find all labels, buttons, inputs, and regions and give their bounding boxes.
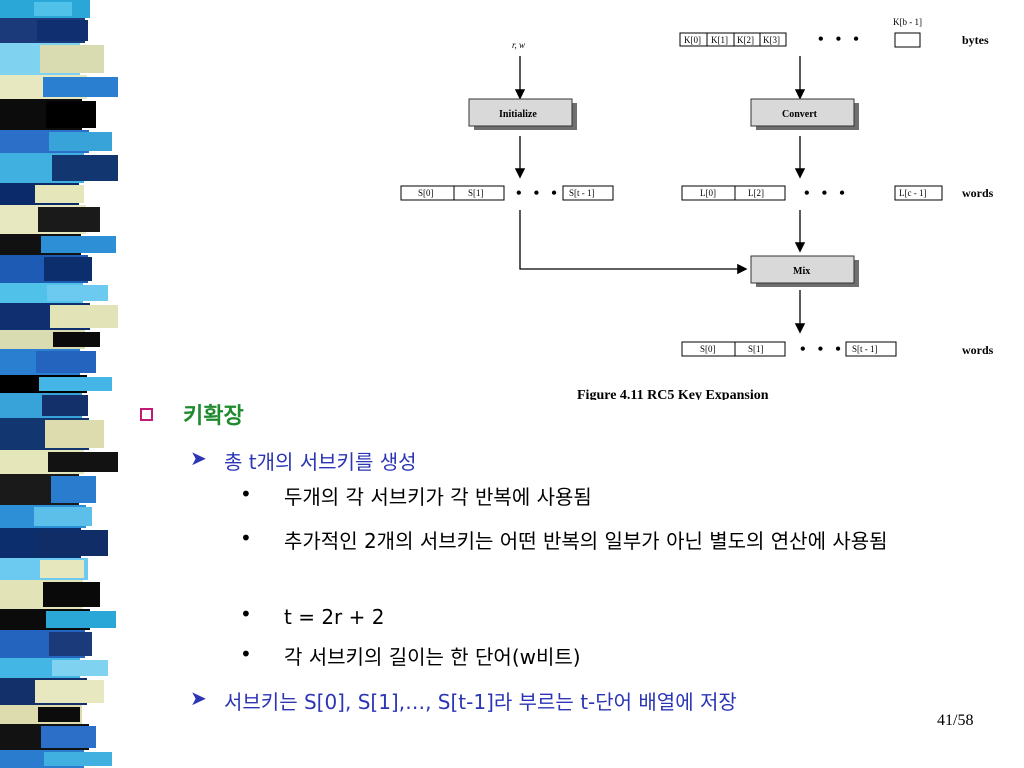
bullet-text: 총 t개의 서브키를 생성 (224, 450, 417, 474)
s-word-0: S[0] (418, 188, 434, 198)
convert-box (750, 98, 855, 127)
s-word-1: S[1] (468, 188, 484, 198)
rw-label: r, w (512, 40, 525, 50)
bullet-text: 추가적인 2개의 서브키는 어떤 반복의 일부가 아닌 별도의 연산에 사용됨 (284, 529, 888, 553)
s-out-0: S[0] (700, 344, 716, 354)
s-out-last: S[t - 1] (852, 344, 878, 354)
l-word-0: L[0] (700, 188, 716, 198)
list-item: • 두개의 각 서브키가 각 반복에 사용됨 (240, 482, 960, 512)
initialize-box (468, 98, 573, 127)
square-bullet-icon (140, 407, 153, 421)
bullet-text: 두개의 각 서브키가 각 반복에 사용됨 (284, 485, 592, 509)
key-last-box (894, 32, 921, 48)
mix-box (750, 255, 855, 284)
dot-bullet-icon: • (240, 526, 252, 550)
l-word-box-last (894, 185, 943, 201)
list-item: • t = 2r + 2 (240, 602, 960, 632)
l-word-box-1 (734, 185, 786, 201)
s-word-box-1 (453, 185, 505, 201)
key-byte-0: K[0] (684, 35, 701, 45)
key-bytes-row: K[0] K[1] K[2] K[3] (679, 32, 787, 47)
list-item: ➤ 서브키는 S[0], S[1],…, S[t-1]라 부르는 t-단어 배열… (190, 686, 737, 715)
l-word-last: L[c - 1] (899, 188, 926, 198)
decorative-strip (0, 0, 118, 768)
slide-heading: 키확장 (130, 398, 244, 430)
list-item: • 각 서브키의 길이는 한 단어(w비트) (240, 642, 960, 672)
words-label-out: words (962, 343, 994, 357)
key-byte-2: K[2] (737, 35, 754, 45)
dots-s: • • • (516, 185, 561, 202)
s-out-box-1 (734, 341, 786, 357)
s-word-box-last (562, 185, 614, 201)
dots-l: • • • (804, 185, 849, 202)
key-byte-1: K[1] (711, 35, 728, 45)
dot-bullet-icon: • (240, 482, 252, 506)
key-byte-3: K[3] (763, 35, 780, 45)
kb-label: K[b - 1] (893, 17, 922, 27)
bullet-text: 서브키는 S[0], S[1],…, S[t-1]라 부르는 t-단어 배열에 … (224, 690, 737, 714)
convert-label: Convert (782, 109, 818, 120)
words-label: words (962, 186, 994, 200)
heading-text: 키확장 (183, 404, 244, 429)
list-item: ➤ 총 t개의 서브키를 생성 (190, 446, 417, 475)
s-out-box-last (845, 341, 897, 357)
dots-top: • • • (818, 31, 863, 48)
bullet-text: 각 서브키의 길이는 한 단어(w비트) (284, 645, 581, 669)
arrow-bullet-icon: ➤ (190, 686, 207, 710)
dots-out: • • • (800, 341, 845, 358)
s-word-last: S[t - 1] (569, 188, 595, 198)
s-out-1: S[1] (748, 344, 764, 354)
bytes-label: bytes (962, 33, 989, 47)
rc5-key-expansion-diagram: K[b - 1] K[0] K[1] K[2] K[3] • • • bytes… (400, 17, 994, 400)
arrow-bullet-icon: ➤ (190, 446, 207, 470)
l-word-1: L[2] (748, 188, 764, 198)
page-number: 41/58 (937, 712, 974, 729)
mix-label: Mix (793, 266, 810, 277)
list-item: • 추가적인 2개의 서브키는 어떤 반복의 일부가 아닌 별도의 연산에 사용… (240, 526, 960, 556)
dot-bullet-icon: • (240, 602, 252, 626)
bullet-text: t = 2r + 2 (284, 605, 385, 629)
figure-caption: Figure 4.11 RC5 Key Expansion (577, 388, 769, 400)
dot-bullet-icon: • (240, 642, 252, 666)
initialize-label: Initialize (499, 109, 537, 120)
